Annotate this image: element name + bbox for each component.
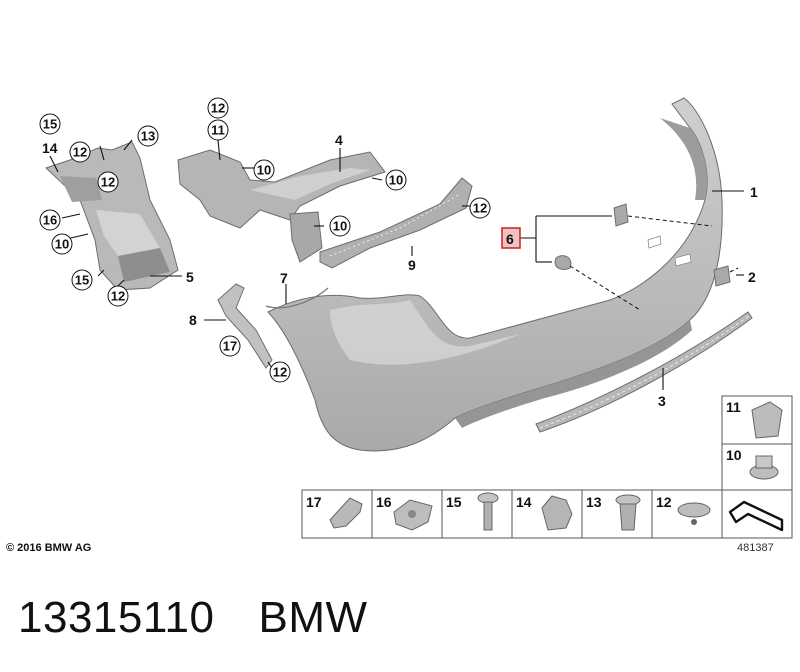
svg-text:15: 15 bbox=[446, 494, 462, 510]
rear-bumper-trim-panel bbox=[267, 97, 723, 452]
svg-text:12: 12 bbox=[656, 494, 672, 510]
svg-text:12: 12 bbox=[111, 289, 125, 304]
circled-callout-12-e: 12 bbox=[469, 197, 491, 219]
circled-callout-10-a: 10 bbox=[51, 233, 73, 255]
circled-callout-12-f: 12 bbox=[269, 361, 291, 383]
svg-text:17: 17 bbox=[306, 494, 322, 510]
svg-text:16: 16 bbox=[43, 213, 57, 228]
svg-text:3: 3 bbox=[658, 393, 666, 409]
svg-text:15: 15 bbox=[75, 273, 89, 288]
svg-text:17: 17 bbox=[223, 339, 237, 354]
circled-callout-15-b: 15 bbox=[71, 269, 93, 291]
circled-callout-12-d: 12 bbox=[207, 97, 229, 119]
clip-17-icon bbox=[329, 497, 363, 529]
side-bracket bbox=[217, 283, 329, 369]
legend-item-14: 14 bbox=[516, 494, 573, 531]
svg-text:13: 13 bbox=[141, 129, 155, 144]
svg-text:14: 14 bbox=[42, 140, 58, 156]
svg-text:2: 2 bbox=[748, 269, 756, 285]
callout-4: 4 bbox=[335, 132, 343, 148]
circled-callout-10-d: 10 bbox=[329, 215, 351, 237]
svg-text:12: 12 bbox=[473, 201, 487, 216]
callout-5: 5 bbox=[186, 269, 194, 285]
svg-text:12: 12 bbox=[211, 101, 225, 116]
dashed-leaders bbox=[569, 215, 739, 311]
svg-text:12: 12 bbox=[73, 145, 87, 160]
svg-text:4: 4 bbox=[335, 132, 343, 148]
legend-item-17: 17 bbox=[306, 494, 363, 529]
callout-6-highlighted: 6 bbox=[501, 227, 521, 249]
callout-7: 7 bbox=[280, 270, 288, 286]
svg-text:1: 1 bbox=[750, 184, 758, 200]
svg-text:10: 10 bbox=[55, 237, 69, 252]
circled-callout-17: 17 bbox=[219, 335, 241, 357]
svg-text:10: 10 bbox=[389, 173, 403, 188]
svg-text:12: 12 bbox=[273, 365, 287, 380]
circled-callout-16: 16 bbox=[39, 209, 61, 231]
callout-8: 8 bbox=[189, 312, 197, 328]
copyright-notice: © 2016 BMW AG bbox=[6, 542, 92, 554]
svg-text:10: 10 bbox=[257, 163, 271, 178]
svg-text:13: 13 bbox=[586, 494, 602, 510]
circled-callout-13: 13 bbox=[137, 125, 159, 147]
circled-callout-11: 11 bbox=[207, 119, 229, 141]
mounting-clip-detail bbox=[554, 203, 731, 287]
brand-name: BMW bbox=[258, 593, 368, 642]
nut-12-icon bbox=[677, 502, 711, 518]
legend-item-11: 11 bbox=[726, 399, 783, 439]
footer-caption: 13315110 BMW bbox=[18, 588, 368, 648]
guide-rail bbox=[319, 177, 473, 269]
svg-text:10: 10 bbox=[333, 219, 347, 234]
circled-callout-15: 15 bbox=[39, 113, 61, 135]
svg-text:15: 15 bbox=[43, 117, 57, 132]
parts-diagram: 1 2 3 4 5 6 7 8 9 15 14 12 13 12 16 10 1… bbox=[39, 97, 793, 539]
circled-callout-12-c: 12 bbox=[107, 285, 129, 307]
svg-text:9: 9 bbox=[408, 257, 416, 273]
left-bracket-assembly bbox=[45, 141, 179, 291]
clip-14-icon bbox=[541, 495, 573, 531]
circled-callout-12-a: 12 bbox=[69, 141, 91, 163]
svg-text:16: 16 bbox=[376, 494, 392, 510]
svg-text:12: 12 bbox=[101, 175, 115, 190]
legend-item-12: 12 bbox=[656, 494, 711, 525]
svg-text:5: 5 bbox=[186, 269, 194, 285]
part-number: 13315110 bbox=[18, 593, 215, 642]
svg-text:11: 11 bbox=[211, 123, 225, 138]
svg-text:11: 11 bbox=[726, 399, 741, 415]
diagram-number: 481387 bbox=[737, 542, 774, 554]
reflector-strip bbox=[535, 311, 753, 433]
callout-14: 14 bbox=[42, 140, 58, 156]
legend-arrow-symbol bbox=[728, 500, 784, 532]
callout-2: 2 bbox=[748, 269, 756, 285]
center-carrier-bracket bbox=[177, 149, 386, 263]
legend-item-10: 10 bbox=[726, 447, 779, 480]
hardware-legend: 17 16 15 14 13 12 11 bbox=[301, 395, 793, 539]
circled-callout-10-b: 10 bbox=[253, 159, 275, 181]
legend-item-16: 16 bbox=[376, 494, 433, 531]
callout-1: 1 bbox=[750, 184, 758, 200]
clip-nut-11-icon bbox=[751, 401, 783, 439]
circled-callout-10-c: 10 bbox=[385, 169, 407, 191]
svg-text:7: 7 bbox=[280, 270, 288, 286]
svg-text:10: 10 bbox=[726, 447, 742, 463]
callout-9: 9 bbox=[408, 257, 416, 273]
arrow-icon bbox=[728, 500, 784, 532]
circled-callout-12-b: 12 bbox=[97, 171, 119, 193]
callout-3: 3 bbox=[658, 393, 666, 409]
svg-text:8: 8 bbox=[189, 312, 197, 328]
legend-item-13: 13 bbox=[586, 494, 641, 531]
svg-text:6: 6 bbox=[506, 231, 514, 247]
svg-text:14: 14 bbox=[516, 494, 532, 510]
legend-item-15: 15 bbox=[446, 492, 499, 531]
